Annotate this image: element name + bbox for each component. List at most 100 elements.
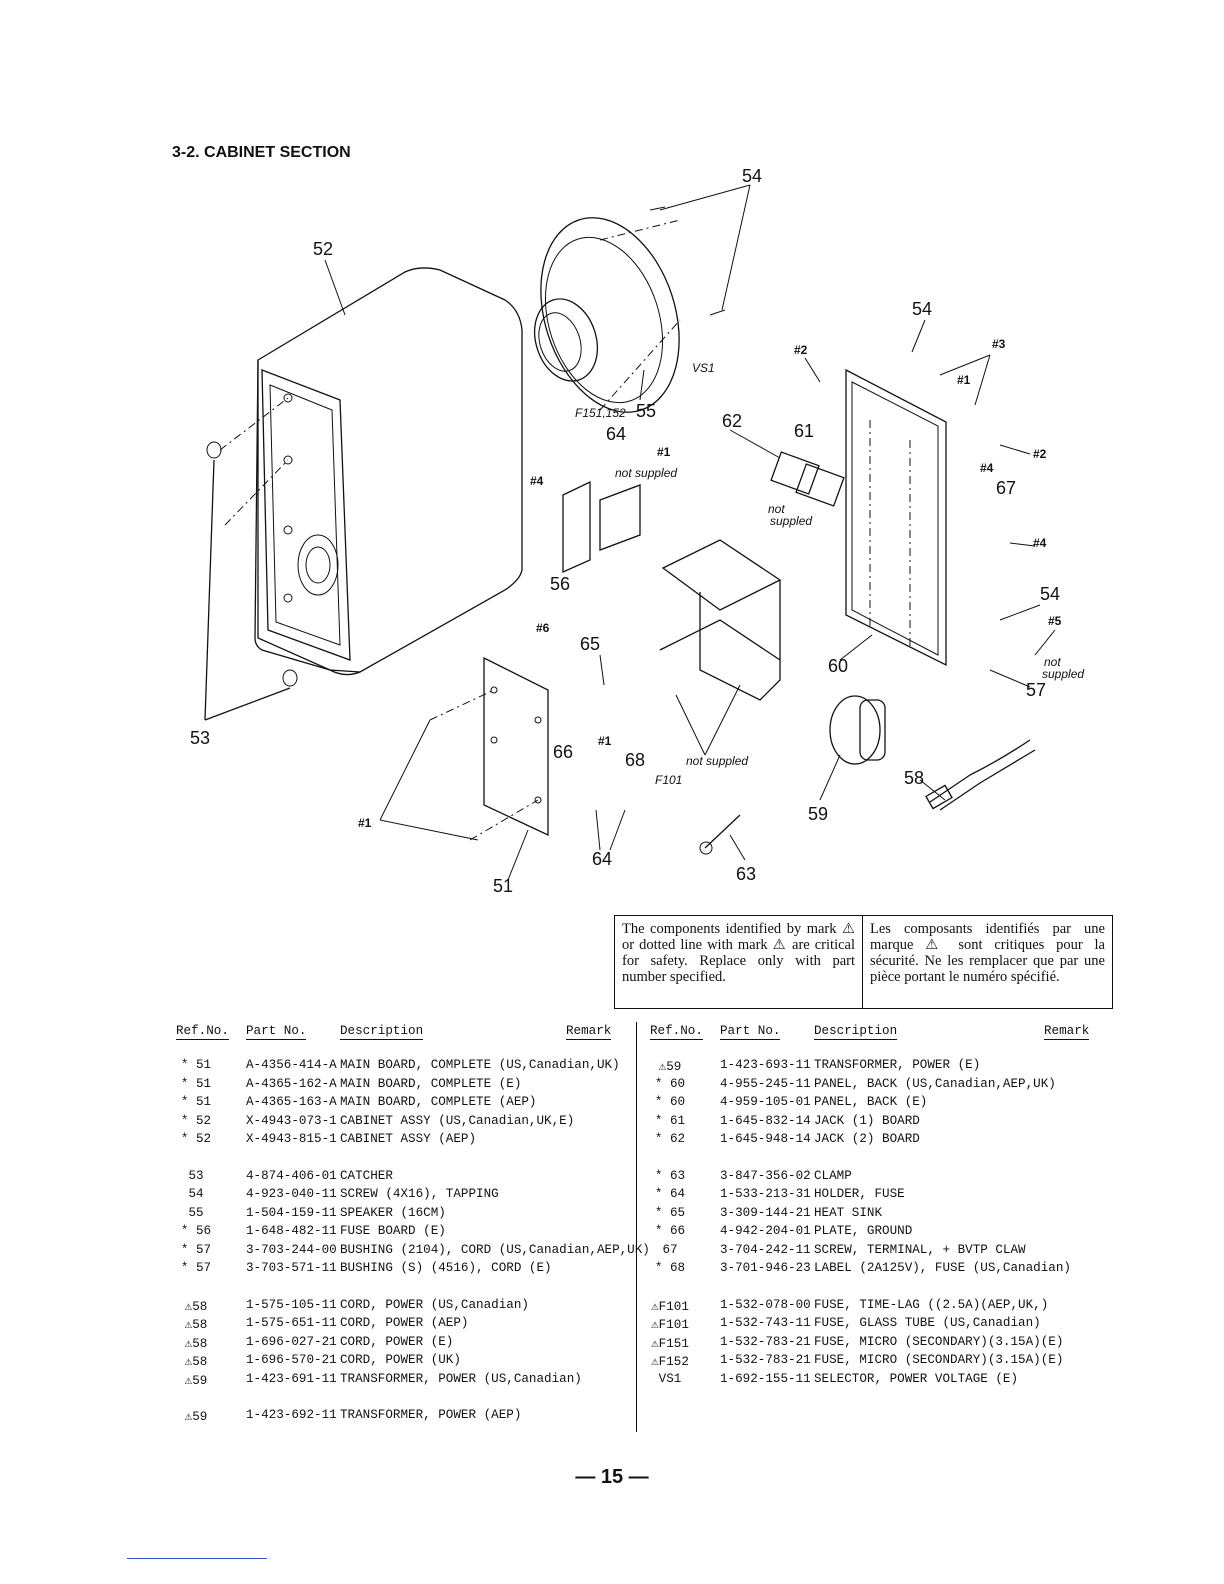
svg-text:56: 56 (550, 574, 570, 594)
svg-text:60: 60 (828, 656, 848, 676)
main-board (429, 656, 549, 841)
svg-text:#2: #2 (1033, 447, 1047, 461)
description: PANEL, BACK (E) (814, 1095, 928, 1109)
description: PLATE, GROUND (814, 1224, 913, 1238)
svg-text:61: 61 (794, 421, 814, 441)
ref-no: ⚠59 (184, 1410, 208, 1424)
ref-no: * 51 (180, 1058, 212, 1072)
part-no: 3-847-356-02 (720, 1168, 811, 1183)
description: FUSE BOARD (E) (340, 1224, 446, 1238)
ref-no: ⚠F101 (651, 1318, 689, 1332)
description: CORD, POWER (UK) (340, 1353, 461, 1367)
svg-text:67: 67 (996, 478, 1016, 498)
part-no: 1-532-743-11 (720, 1316, 811, 1330)
part-no: 1-575-105-11 (246, 1297, 337, 1312)
description: CATCHER (340, 1168, 393, 1183)
svg-text:55: 55 (636, 401, 656, 421)
page-number: — 15 — (575, 1466, 649, 1488)
part-no: 4-923-040-11 (246, 1187, 337, 1201)
part-no: 3-704-242-11 (720, 1242, 811, 1257)
part-no: 1-504-159-11 (246, 1205, 337, 1220)
callout-labels: 54 52 54 #2 #3 #1 VS1 F151,152 55 62 61 … (190, 166, 1084, 896)
svg-text:#1: #1 (358, 816, 372, 830)
header-desc: Description (340, 1024, 424, 1040)
svg-text:#6: #6 (536, 621, 550, 635)
description: SPEAKER (16CM) (340, 1205, 446, 1220)
svg-text:57: 57 (1026, 680, 1046, 700)
svg-text:65: 65 (580, 634, 600, 654)
description: FUSE, MICRO (SECONDARY)(3.15A)(E) (814, 1334, 1064, 1349)
description: HEAT SINK (814, 1205, 883, 1220)
svg-text:F101: F101 (655, 773, 682, 787)
ref-no: * 68 (654, 1261, 686, 1275)
part-no: 1-645-948-14 (720, 1132, 811, 1146)
svg-text:#1: #1 (657, 445, 671, 459)
jack-boards (770, 451, 845, 507)
description: SCREW (4X16), TAPPING (340, 1187, 499, 1201)
description: BUSHING (2104), CORD (US,Canadian,AEP,UK… (340, 1242, 650, 1257)
svg-text:F151,152: F151,152 (575, 406, 626, 420)
ref-no: * 60 (654, 1076, 686, 1091)
ref-no: * 65 (654, 1205, 686, 1220)
ref-no: 67 (662, 1242, 678, 1257)
catcher-parts (204, 441, 298, 721)
ref-no: * 61 (654, 1113, 686, 1128)
header-remark: Remark (566, 1024, 612, 1040)
description: FUSE, TIME-LAG ((2.5A)(AEP,UK,) (814, 1297, 1049, 1312)
ref-no: ⚠F152 (651, 1355, 689, 1369)
ref-no: ⚠F151 (651, 1336, 689, 1351)
header-ref: Ref.No. (176, 1024, 229, 1040)
svg-text:#2: #2 (794, 343, 808, 357)
ref-no: 55 (188, 1205, 204, 1220)
svg-text:#4: #4 (530, 474, 544, 488)
ref-no: * 52 (180, 1132, 212, 1146)
part-no: 1-692-155-11 (720, 1371, 811, 1386)
header-part: Part No. (720, 1024, 781, 1040)
cabinet-assy (219, 267, 523, 676)
ref-no: * 56 (180, 1224, 212, 1238)
part-no: 1-532-783-21 (720, 1334, 811, 1349)
leader-lines (324, 184, 1056, 881)
ref-no: * 63 (654, 1168, 686, 1183)
safety-notice-english: The components identified by mark ⚠ or d… (615, 916, 863, 1008)
svg-text:#1: #1 (598, 734, 612, 748)
description: SCREW, TERMINAL, + BVTP CLAW (814, 1242, 1026, 1257)
description: BUSHING (S) (4516), CORD (E) (340, 1261, 552, 1275)
svg-text:suppled: suppled (1042, 667, 1084, 681)
description: JACK (2) BOARD (814, 1132, 920, 1146)
svg-text:64: 64 (592, 849, 612, 869)
svg-text:54: 54 (1040, 584, 1060, 604)
svg-text:68: 68 (625, 750, 645, 770)
ref-no: ⚠58 (184, 1336, 208, 1351)
clamp (699, 814, 741, 855)
column-divider (636, 1022, 637, 1432)
header-ref: Ref.No. (650, 1024, 703, 1040)
part-no: A-4365-163-A (246, 1095, 337, 1109)
svg-text:59: 59 (808, 804, 828, 824)
power-cord (925, 739, 1036, 811)
part-no: 4-959-105-01 (720, 1095, 811, 1109)
footer-rule (127, 1558, 267, 1559)
section-title: 3-2. CABINET SECTION (172, 144, 351, 161)
header-part: Part No. (246, 1024, 307, 1040)
svg-text:54: 54 (742, 166, 762, 186)
description: CLAMP (814, 1168, 852, 1183)
speaker-unit (534, 206, 726, 413)
safety-notice-french: Les composants identifiés par une marque… (870, 921, 1105, 985)
svg-text:#4: #4 (1033, 536, 1047, 550)
svg-text:#3: #3 (992, 337, 1006, 351)
ref-no: 54 (188, 1187, 204, 1201)
